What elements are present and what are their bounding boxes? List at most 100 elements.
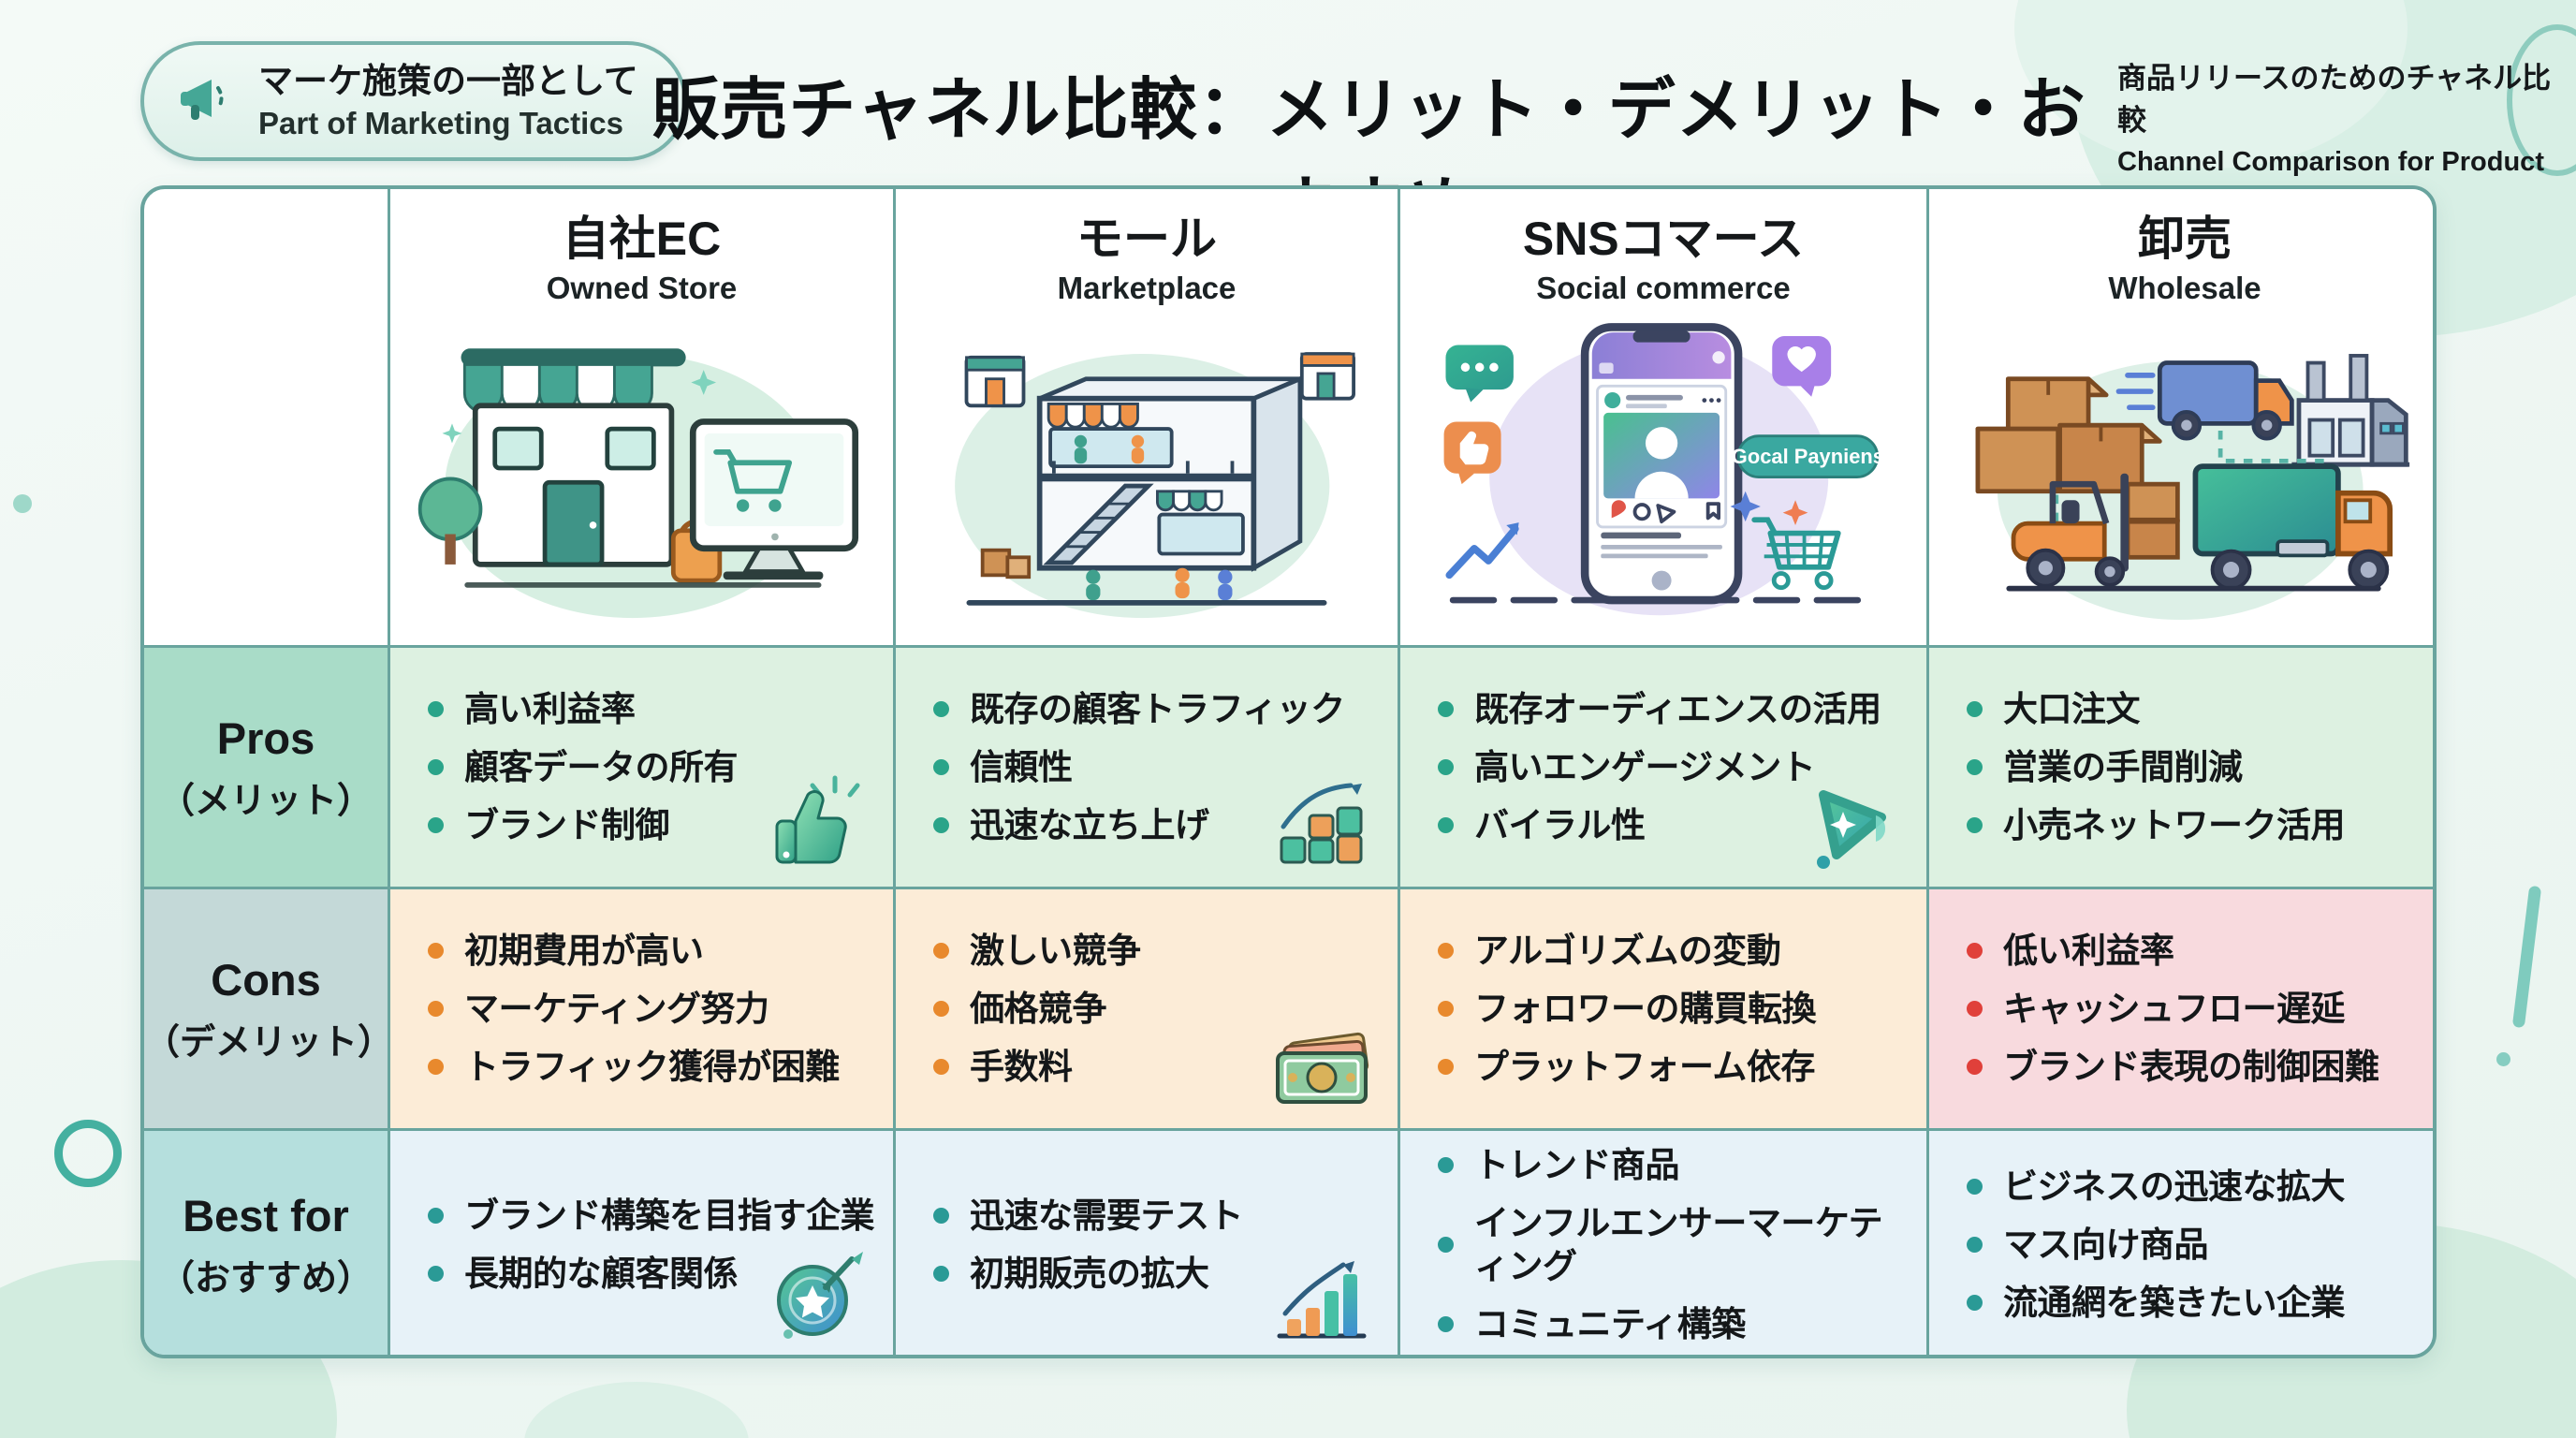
channel-name-en: Marketplace: [1057, 271, 1237, 305]
bullet-item: 高いエンゲージメント: [1438, 746, 1913, 788]
bullet-item: 激しい競争: [933, 930, 1384, 972]
bullet-item: フォロワーの購買転換: [1438, 988, 1913, 1030]
row-label-cons-main: Cons: [211, 954, 321, 1005]
growth-bars-icon: [1270, 770, 1373, 873]
header-note: 商品リリースのためのチャネル比較 Channel Comparison for …: [2117, 58, 2576, 182]
row-label-pros-sub: （メリット）: [158, 781, 373, 821]
header-note-jp: 商品リリースのためのチャネル比較: [2117, 62, 2552, 137]
channel-name-en: Social commerce: [1536, 271, 1791, 305]
column-header-marketplace: モール Marketplace: [893, 189, 1398, 645]
bullet-item: 価格競争: [933, 988, 1384, 1030]
best-cell-wholesale: ビジネスの迅速な拡大マス向け商品流通網を築きたい企業: [1926, 1128, 2433, 1355]
bullet-item: 低い利益率: [1967, 930, 2427, 972]
bullet-item: 長期的な顧客関係: [428, 1253, 880, 1295]
bullet-item: コミュニティ構築: [1438, 1303, 1913, 1345]
best-cell-social-commerce: トレンド商品インフルエンサーマーケティングコミュニティ構築: [1398, 1128, 1926, 1355]
social-commerce-illustration: Gocal Payniens: [1411, 314, 1916, 623]
pros-cell-wholesale: 大口注文営業の手間削減小売ネットワーク活用: [1926, 645, 2433, 887]
cons-list-social-commerce: アルゴリズムの変動フォロワーの購買転換プラットフォーム依存: [1400, 889, 1926, 1128]
row-label-best-for: Best for （おすすめ）: [144, 1128, 388, 1355]
column-header-social-commerce: SNSコマース Social commerce: [1398, 189, 1926, 645]
pros-list-marketplace: 既存の顧客トラフィック信頼性迅速な立ち上げ: [896, 648, 1398, 887]
pros-cell-owned-store: 高い利益率顧客データの所有ブランド制御: [388, 645, 893, 887]
decor-ring-left: [54, 1120, 122, 1187]
decor-dot-right: [2496, 1052, 2510, 1066]
megaphone-icon: [176, 69, 236, 134]
viral-send-icon: [1799, 770, 1902, 873]
target-star-icon: [766, 1242, 869, 1345]
bullet-item: トレンド商品: [1438, 1144, 1913, 1186]
bullet-item: インフルエンサーマーケティング: [1438, 1202, 1913, 1286]
bullet-item: 既存オーディエンスの活用: [1438, 688, 1913, 730]
decor-dot-left: [13, 494, 32, 513]
marketing-tactics-badge: マーケ施策の一部として Part of Marketing Tactics: [140, 41, 687, 161]
cons-list-wholesale: 低い利益率キャッシュフロー遅延ブランド表現の制御困難: [1929, 889, 2433, 1128]
bullet-item: 小売ネットワーク活用: [1967, 804, 2427, 846]
best-cell-owned-store: ブランド構築を目指す企業長期的な顧客関係: [388, 1128, 893, 1355]
bullet-item: 顧客データの所有: [428, 746, 880, 788]
row-label-cons: Cons （デメリット）: [144, 887, 394, 1128]
bullet-item: アルゴリズムの変動: [1438, 930, 1913, 972]
bullet-item: 初期販売の拡大: [933, 1253, 1384, 1295]
column-header-owned-store: 自社EC Owned Store: [388, 189, 893, 645]
bullet-item: ブランド構築を目指す企業: [428, 1195, 880, 1237]
pros-cell-social-commerce: 既存オーディエンスの活用高いエンゲージメントバイラル性: [1398, 645, 1926, 887]
channel-name-jp: 卸売: [2138, 213, 2232, 265]
bullet-item: ブランド表現の制御困難: [1967, 1046, 2427, 1088]
badge-text-jp: マーケ施策の一部として: [258, 62, 638, 101]
best-cell-marketplace: 迅速な需要テスト初期販売の拡大: [893, 1128, 1398, 1355]
owned-store-illustration: [401, 314, 884, 623]
marketplace-illustration: [906, 314, 1388, 623]
best-list-wholesale: ビジネスの迅速な拡大マス向け商品流通網を築きたい企業: [1929, 1131, 2433, 1355]
channel-name-en: Wholesale: [2108, 271, 2261, 305]
row-label-best-main: Best for: [183, 1190, 349, 1240]
cons-cell-social-commerce: アルゴリズムの変動フォロワーの購買転換プラットフォーム依存: [1398, 887, 1926, 1128]
best-list-marketplace: 迅速な需要テスト初期販売の拡大: [896, 1131, 1398, 1355]
bullet-item: 信頼性: [933, 746, 1384, 788]
bullet-item: 迅速な立ち上げ: [933, 804, 1384, 846]
pros-list-wholesale: 大口注文営業の手間削減小売ネットワーク活用: [1929, 648, 2433, 887]
channel-name-en: Owned Store: [546, 271, 738, 305]
bullet-item: 流通網を築きたい企業: [1967, 1282, 2427, 1324]
bullet-item: マーケティング努力: [428, 988, 880, 1030]
pros-list-social-commerce: 既存オーディエンスの活用高いエンゲージメントバイラル性: [1400, 648, 1926, 887]
channel-name-jp: モール: [1076, 213, 1217, 265]
decor-bar-right: [2511, 885, 2542, 1029]
row-label-pros: Pros （メリット）: [144, 645, 388, 887]
best-list-owned-store: ブランド構築を目指す企業長期的な顧客関係: [390, 1131, 893, 1355]
bullet-item: 高い利益率: [428, 688, 880, 730]
row-label-best-sub: （おすすめ）: [158, 1258, 373, 1299]
bullet-item: 既存の顧客トラフィック: [933, 688, 1384, 730]
cons-list-marketplace: 激しい競争価格競争手数料: [896, 889, 1398, 1128]
cons-cell-owned-store: 初期費用が高いマーケティング努力トラフィック獲得が困難: [388, 887, 893, 1128]
banknote-icon: [1270, 1012, 1373, 1115]
bullet-item: バイラル性: [1438, 804, 1913, 846]
cons-list-owned-store: 初期費用が高いマーケティング努力トラフィック獲得が困難: [390, 889, 893, 1128]
pros-list-owned-store: 高い利益率顧客データの所有ブランド制御: [390, 648, 893, 887]
thumbs-up-icon: [766, 770, 869, 873]
bullet-item: プラットフォーム依存: [1438, 1046, 1913, 1088]
badge-text-en: Part of Marketing Tactics: [258, 105, 623, 140]
cons-cell-marketplace: 激しい競争価格競争手数料: [893, 887, 1398, 1128]
bullet-item: 営業の手間削減: [1967, 746, 2427, 788]
channel-name-jp: 自社EC: [562, 213, 722, 265]
bullet-item: ブランド制御: [428, 804, 880, 846]
phone-button-label: Gocal Payniens: [1732, 445, 1884, 468]
growth-chart-icon: [1270, 1242, 1373, 1345]
bullet-item: 迅速な需要テスト: [933, 1195, 1384, 1237]
wholesale-illustration: [1939, 314, 2430, 623]
bullet-item: トラフィック獲得が困難: [428, 1046, 880, 1088]
header-note-en: Channel Comparison for Product: [2117, 146, 2544, 177]
decor-blob-bottom: [524, 1382, 749, 1438]
bullet-item: 初期費用が高い: [428, 930, 880, 972]
row-label-pros-main: Pros: [216, 712, 315, 763]
bullet-item: 大口注文: [1967, 688, 2427, 730]
channel-name-jp: SNSコマース: [1522, 213, 1805, 265]
row-label-cons-sub: （デメリット）: [144, 1022, 394, 1063]
channel-comparison-table: 自社EC Owned Store: [140, 185, 2437, 1358]
bullet-item: キャッシュフロー遅延: [1967, 988, 2427, 1030]
best-list-social-commerce: トレンド商品インフルエンサーマーケティングコミュニティ構築: [1400, 1131, 1926, 1355]
bullet-item: 手数料: [933, 1046, 1384, 1088]
bullet-item: マス向け商品: [1967, 1224, 2427, 1266]
